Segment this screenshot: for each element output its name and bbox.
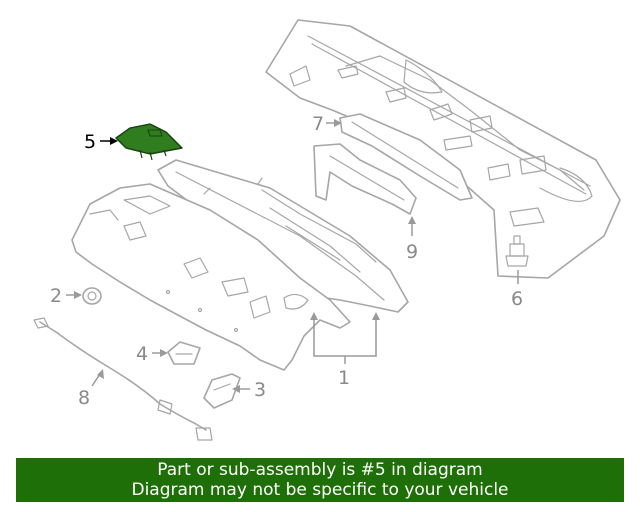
- callout-label-5: 5: [84, 131, 96, 153]
- grommet-2: [82, 287, 102, 305]
- parts-diagram: 5 7 9 6 1 2 4 3 8: [33, 19, 621, 441]
- brace-9: [313, 143, 417, 215]
- callout-7: 7: [312, 113, 342, 135]
- cover-5-highlighted: [115, 123, 183, 161]
- callout-label-6: 6: [511, 288, 523, 310]
- shelf-lower-panel: [71, 183, 351, 371]
- callout-label-4: 4: [136, 343, 148, 365]
- callout-label-8: 8: [78, 387, 90, 409]
- bracket-3: [203, 373, 241, 409]
- callout-4: 4: [136, 343, 168, 365]
- callout-5: 5: [84, 131, 118, 153]
- trim-strip-7: [339, 113, 473, 201]
- callout-label-7: 7: [312, 113, 324, 135]
- callout-label-2: 2: [50, 285, 62, 307]
- callout-label-9: 9: [406, 241, 418, 263]
- callout-8: 8: [78, 369, 104, 409]
- callout-label-1: 1: [338, 367, 350, 389]
- rear-panel-assembly: [265, 19, 621, 279]
- callout-9: 9: [406, 216, 418, 263]
- wire-harness-8: [33, 317, 213, 441]
- callout-6: 6: [511, 270, 523, 310]
- info-banner: Part or sub-assembly is #5 in diagram Di…: [16, 458, 624, 502]
- clip-4: [167, 341, 201, 365]
- banner-line-2: Diagram may not be specific to your vehi…: [131, 480, 509, 500]
- callout-2: 2: [50, 285, 82, 307]
- callout-1: 1: [310, 312, 380, 389]
- callout-label-3: 3: [254, 379, 266, 401]
- callout-3: 3: [232, 379, 266, 401]
- banner-line-1: Part or sub-assembly is #5 in diagram: [157, 460, 483, 480]
